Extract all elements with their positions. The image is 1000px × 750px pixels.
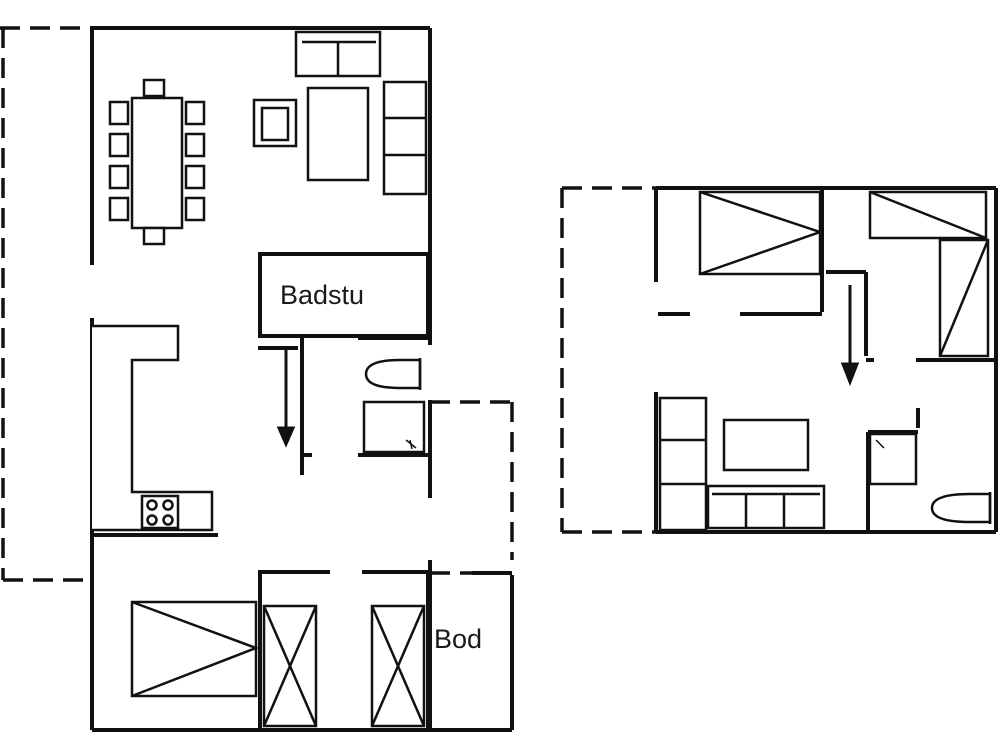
dining-set [108, 78, 206, 246]
sauna-label: Badstu [280, 280, 364, 310]
chair [142, 78, 166, 98]
bed-icon [868, 190, 988, 240]
lower-partitions [258, 570, 512, 730]
chair [142, 226, 166, 246]
chair [108, 132, 130, 158]
stair-arrow-icon [840, 285, 860, 387]
sofa-right [382, 80, 428, 196]
dining-table [130, 96, 184, 230]
bed-icon [130, 600, 260, 698]
chair [108, 100, 130, 126]
bathroom-fixtures [362, 358, 426, 454]
shower [868, 432, 918, 486]
sofa-icon [706, 484, 826, 530]
coffee-table [306, 86, 370, 182]
toilet-icon [364, 358, 422, 390]
wardrobe-icon [370, 604, 426, 728]
wardrobe-icon [938, 238, 990, 358]
chair [108, 164, 130, 190]
bathroom-walls [358, 336, 428, 457]
upper-furniture [658, 190, 992, 532]
storage-label: Bod [434, 624, 482, 654]
chair [108, 196, 130, 222]
upper-floor [560, 186, 998, 534]
sofa-icon [658, 396, 708, 532]
toilet-icon [930, 492, 992, 524]
chair [184, 132, 206, 158]
armchair [252, 98, 298, 148]
upper-partitions [658, 188, 996, 532]
chair [184, 196, 206, 222]
table-icon [722, 418, 810, 472]
stair-walls [258, 338, 312, 475]
sofa-top [294, 30, 382, 78]
living-furniture [252, 30, 428, 196]
lower-bedrooms [130, 600, 426, 728]
shower [362, 400, 426, 454]
stove-icon [140, 494, 180, 530]
stair-arrow-icon [276, 350, 296, 448]
sauna-walls [258, 252, 430, 338]
chair [184, 100, 206, 126]
bed-icon [698, 190, 824, 276]
balcony-outline [560, 186, 656, 534]
wardrobe-icon [262, 604, 318, 728]
chair [184, 164, 206, 190]
kitchen-counter [92, 324, 214, 532]
